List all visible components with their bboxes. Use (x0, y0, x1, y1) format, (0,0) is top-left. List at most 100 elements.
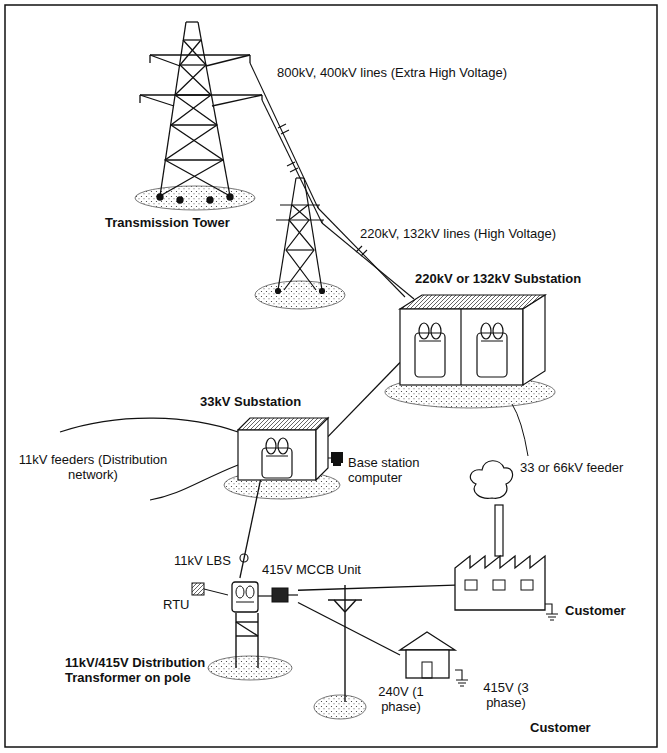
ground-symbols (455, 670, 468, 686)
transmission-tower (171, 124, 217, 125)
substation-box-outline (316, 418, 328, 480)
ground-patches (314, 695, 366, 719)
node-heading-holder: 11kV/415V Distribution Transformer on po… (65, 655, 215, 685)
substation-box-outline (419, 341, 441, 342)
substation-box-outline (278, 438, 288, 454)
base-station-computer (328, 452, 343, 466)
street-pole (334, 600, 345, 612)
diagram-label: 240V (1 phase) (370, 684, 432, 714)
factory-building-outline (465, 580, 477, 590)
transmission-tower (206, 55, 250, 66)
street-pole (345, 600, 356, 612)
factory-building-outline (521, 580, 533, 590)
node-heading-holder: Customer (565, 603, 626, 618)
transformer-unit: 11kV/415V Distribution Transformer on po… (228, 578, 298, 613)
transmission-tower (198, 22, 230, 196)
small-tower (320, 289, 325, 294)
transformer-pole (236, 635, 258, 636)
transmission-tower (140, 22, 262, 203)
label-holder: 415V (3 phase) (474, 680, 538, 710)
label-holder: 33 or 66kV feeder (520, 458, 623, 476)
transformer-unit-outline (246, 586, 254, 598)
small-tower (304, 178, 322, 290)
node-heading: Customer (565, 603, 626, 618)
power-line (298, 603, 400, 656)
power-line (328, 363, 400, 437)
transmission-tower (157, 194, 163, 200)
label-holder: 11kV feeders (Distribution network) (18, 452, 168, 482)
diagram-label: 11kV LBS (174, 553, 231, 568)
transmission-tower (183, 39, 201, 40)
transmission-tower (150, 55, 180, 66)
transmission-tower (249, 55, 250, 63)
substation-box: 220kV or 132kV Substation (400, 295, 545, 385)
label-holder: 11kV LBS (174, 551, 231, 569)
base-station-computer (331, 452, 343, 463)
factory-chimney (470, 461, 512, 556)
ground-patches (135, 186, 555, 719)
transmission-tower (165, 159, 223, 160)
transformer-pole (257, 613, 258, 668)
house-building-outline (400, 632, 455, 678)
substation-box-outline (400, 295, 545, 385)
substation-box-outline (523, 295, 545, 385)
substation-box-outline (400, 295, 545, 309)
transformer-unit-outline (236, 602, 254, 603)
substation-box-outline (400, 309, 523, 385)
label-holder: 220kV, 132kV lines (High Voltage) (358, 224, 558, 242)
substation-box: 33kV Substation (238, 418, 328, 480)
transformer-pole (236, 613, 258, 668)
diagram-label: 220kV, 132kV lines (High Voltage) (358, 226, 558, 241)
small-tower (278, 178, 296, 290)
feeder-lines (60, 418, 238, 432)
factory-chimney (495, 505, 503, 556)
street-pole (344, 585, 345, 702)
ground-patches (208, 656, 292, 680)
frame (5, 5, 657, 747)
factory-building-outline (455, 556, 545, 610)
ground-patches (135, 186, 255, 210)
ground-symbols (455, 604, 558, 686)
substation-box-outline (238, 418, 328, 430)
transformer-unit-outline (258, 595, 272, 596)
transformer-unit-outline (236, 586, 244, 598)
transmission-tower (139, 95, 140, 103)
transmission-tower (149, 55, 150, 63)
diagram-label: 415V (3 phase) (474, 680, 538, 710)
transmission-tower (212, 95, 262, 106)
street-pole (328, 585, 362, 702)
house-building-outline (406, 650, 449, 678)
substation-box-outline (266, 438, 276, 454)
label-holder: 415V MCCB Unit (262, 560, 361, 578)
small-tower (276, 289, 281, 294)
label-holder: RTU (163, 595, 189, 613)
rtu-symbol (192, 583, 204, 595)
feeder-lines (150, 465, 238, 500)
substation-box-outline (262, 448, 292, 478)
transformer-pole (236, 622, 258, 636)
transmission-tower (150, 54, 250, 55)
substation-box-outline (238, 418, 328, 480)
node-heading-holder: 220kV or 132kV Substation (415, 271, 581, 286)
factory-building-outline (493, 580, 505, 590)
substation-box-outline (431, 323, 441, 339)
ground-patches (255, 281, 345, 309)
substation-box-outline (266, 456, 288, 457)
diagram-label: 415V MCCB Unit (262, 562, 361, 577)
node-heading: 11kV/415V Distribution Transformer on po… (65, 655, 215, 685)
ground-symbols (545, 604, 558, 620)
factory-building-outline (455, 548, 545, 610)
transmission-lines (250, 63, 414, 299)
transmission-tower (227, 194, 233, 200)
substation-box-outline (477, 333, 507, 377)
substation-box-outline (419, 323, 429, 339)
substation-box-outline (481, 323, 491, 339)
house-building-outline (400, 632, 455, 650)
diagram-label: 11kV feeders (Distribution network) (18, 452, 168, 482)
transmission-lines (318, 208, 405, 297)
transformer-pole (235, 613, 236, 668)
